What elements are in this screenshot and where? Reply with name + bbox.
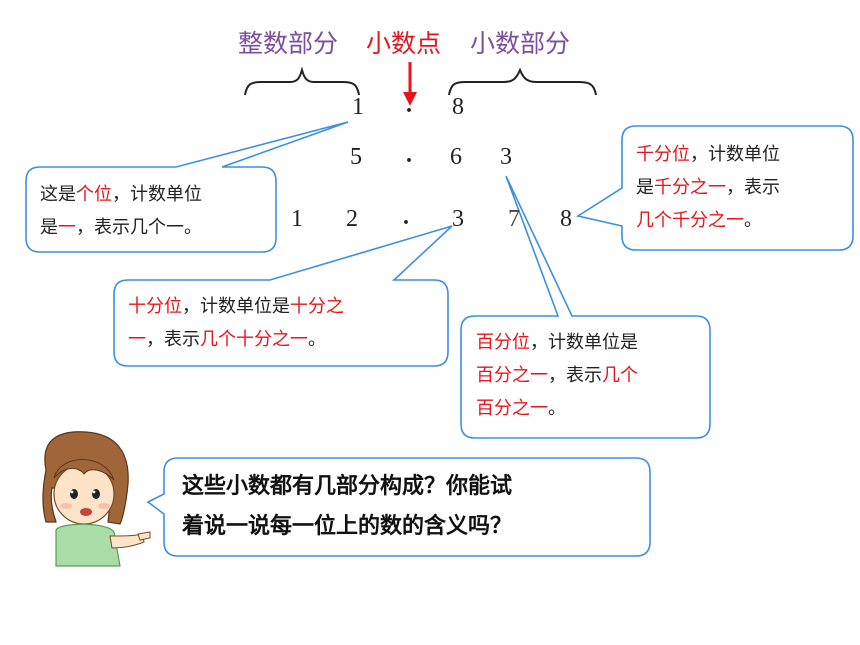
row3-digit-tenths: 3 <box>452 206 464 232</box>
body-text: ，表示 <box>146 329 200 350</box>
highlight-text: 百分位 <box>476 332 530 353</box>
body-text: ，计数单位是 <box>530 332 638 353</box>
body-text: 这是 <box>40 184 76 205</box>
body-text: 是 <box>40 217 58 238</box>
decimal-part-brace <box>448 67 597 96</box>
bubble-line: 是千分之一，表示 <box>636 171 780 204</box>
row1-digit-ones: 1 <box>352 94 364 120</box>
thousandths-bubble <box>575 125 854 251</box>
body-text: ，计数单位 <box>112 184 202 205</box>
highlight-text: 百分之一 <box>476 398 548 419</box>
highlight-text: 千分之一 <box>654 177 726 198</box>
integer-part-label: 整数部分 <box>238 29 339 58</box>
bubble-line: 这是个位，计数单位 <box>40 178 202 211</box>
tenths-bubble-text: 十分位，计数单位是十分之一，表示几个十分之一。 <box>128 290 344 356</box>
row1-decimal-point: . <box>406 92 412 118</box>
body-text: 是 <box>636 177 654 198</box>
decimal-part-label: 小数部分 <box>470 29 571 58</box>
bubble-line: 一，表示几个十分之一。 <box>128 323 344 356</box>
highlight-text: 几个十分之一 <box>200 329 308 350</box>
row2-decimal-point: . <box>406 142 412 168</box>
body-text: 。 <box>308 329 326 350</box>
highlight-text: 一 <box>128 329 146 350</box>
row3-digit-ones: 2 <box>346 206 358 232</box>
question-line-1: 这些小数都有几部分构成？你能试 <box>182 473 513 499</box>
row2-digit-hundredths: 3 <box>500 144 512 170</box>
question-bubble <box>146 457 651 557</box>
bubble-line: 是一，表示几个一。 <box>40 211 202 244</box>
body-text: ，表示 <box>548 365 602 386</box>
integer-part-brace <box>244 66 360 96</box>
row2-digit-tenths: 6 <box>450 144 462 170</box>
hundredths-bubble <box>460 175 711 439</box>
row1-digit-tenths: 8 <box>452 94 464 120</box>
row3-decimal-point: . <box>403 204 409 230</box>
bubble-line: 十分位，计数单位是十分之 <box>128 290 344 323</box>
row3-digit-tens: 1 <box>291 206 303 232</box>
highlight-text: 千分位 <box>636 144 690 165</box>
highlight-text: 一 <box>58 217 76 238</box>
bubble-line: 几个千分之一。 <box>636 204 780 237</box>
question-text: 这些小数都有几部分构成？你能试 着说一说每一位上的数的含义吗？ <box>182 466 512 546</box>
highlight-text: 几个千分之一 <box>636 210 744 231</box>
decimal-point-label: 小数点 <box>366 29 442 58</box>
highlight-text: 十分之 <box>290 296 344 317</box>
highlight-text: 十分位 <box>128 296 182 317</box>
ones-bubble <box>25 121 349 253</box>
body-text: ，计数单位 <box>690 144 780 165</box>
body-text: ，表示 <box>726 177 780 198</box>
question-line-2: 着说一说每一位上的数的含义吗？ <box>182 513 513 539</box>
thousandths-bubble-text: 千分位，计数单位是千分之一，表示几个千分之一。 <box>636 138 780 237</box>
highlight-text: 个位 <box>76 184 112 205</box>
bubble-line: 千分位，计数单位 <box>636 138 780 171</box>
girl-character <box>42 431 151 567</box>
bubble-line: 百分之一，表示几个 <box>476 359 638 392</box>
row3-digit-hundredths: 7 <box>508 206 520 232</box>
body-text: 。 <box>548 398 566 419</box>
body-text: ，计数单位是 <box>182 296 290 317</box>
highlight-text: 几个 <box>602 365 638 386</box>
body-text: ，表示几个一。 <box>76 217 202 238</box>
row2-digit-ones: 5 <box>350 144 362 170</box>
decimal-point-arrow-head <box>403 92 417 106</box>
hundredths-bubble-text: 百分位，计数单位是百分之一，表示几个百分之一。 <box>476 326 638 425</box>
highlight-text: 百分之一 <box>476 365 548 386</box>
ones-bubble-text: 这是个位，计数单位是一，表示几个一。 <box>40 178 202 244</box>
bubble-line: 百分之一。 <box>476 392 638 425</box>
row3-digit-thousandths: 8 <box>560 206 572 232</box>
body-text: 。 <box>744 210 762 231</box>
tenths-bubble <box>113 225 453 367</box>
bubble-line: 百分位，计数单位是 <box>476 326 638 359</box>
